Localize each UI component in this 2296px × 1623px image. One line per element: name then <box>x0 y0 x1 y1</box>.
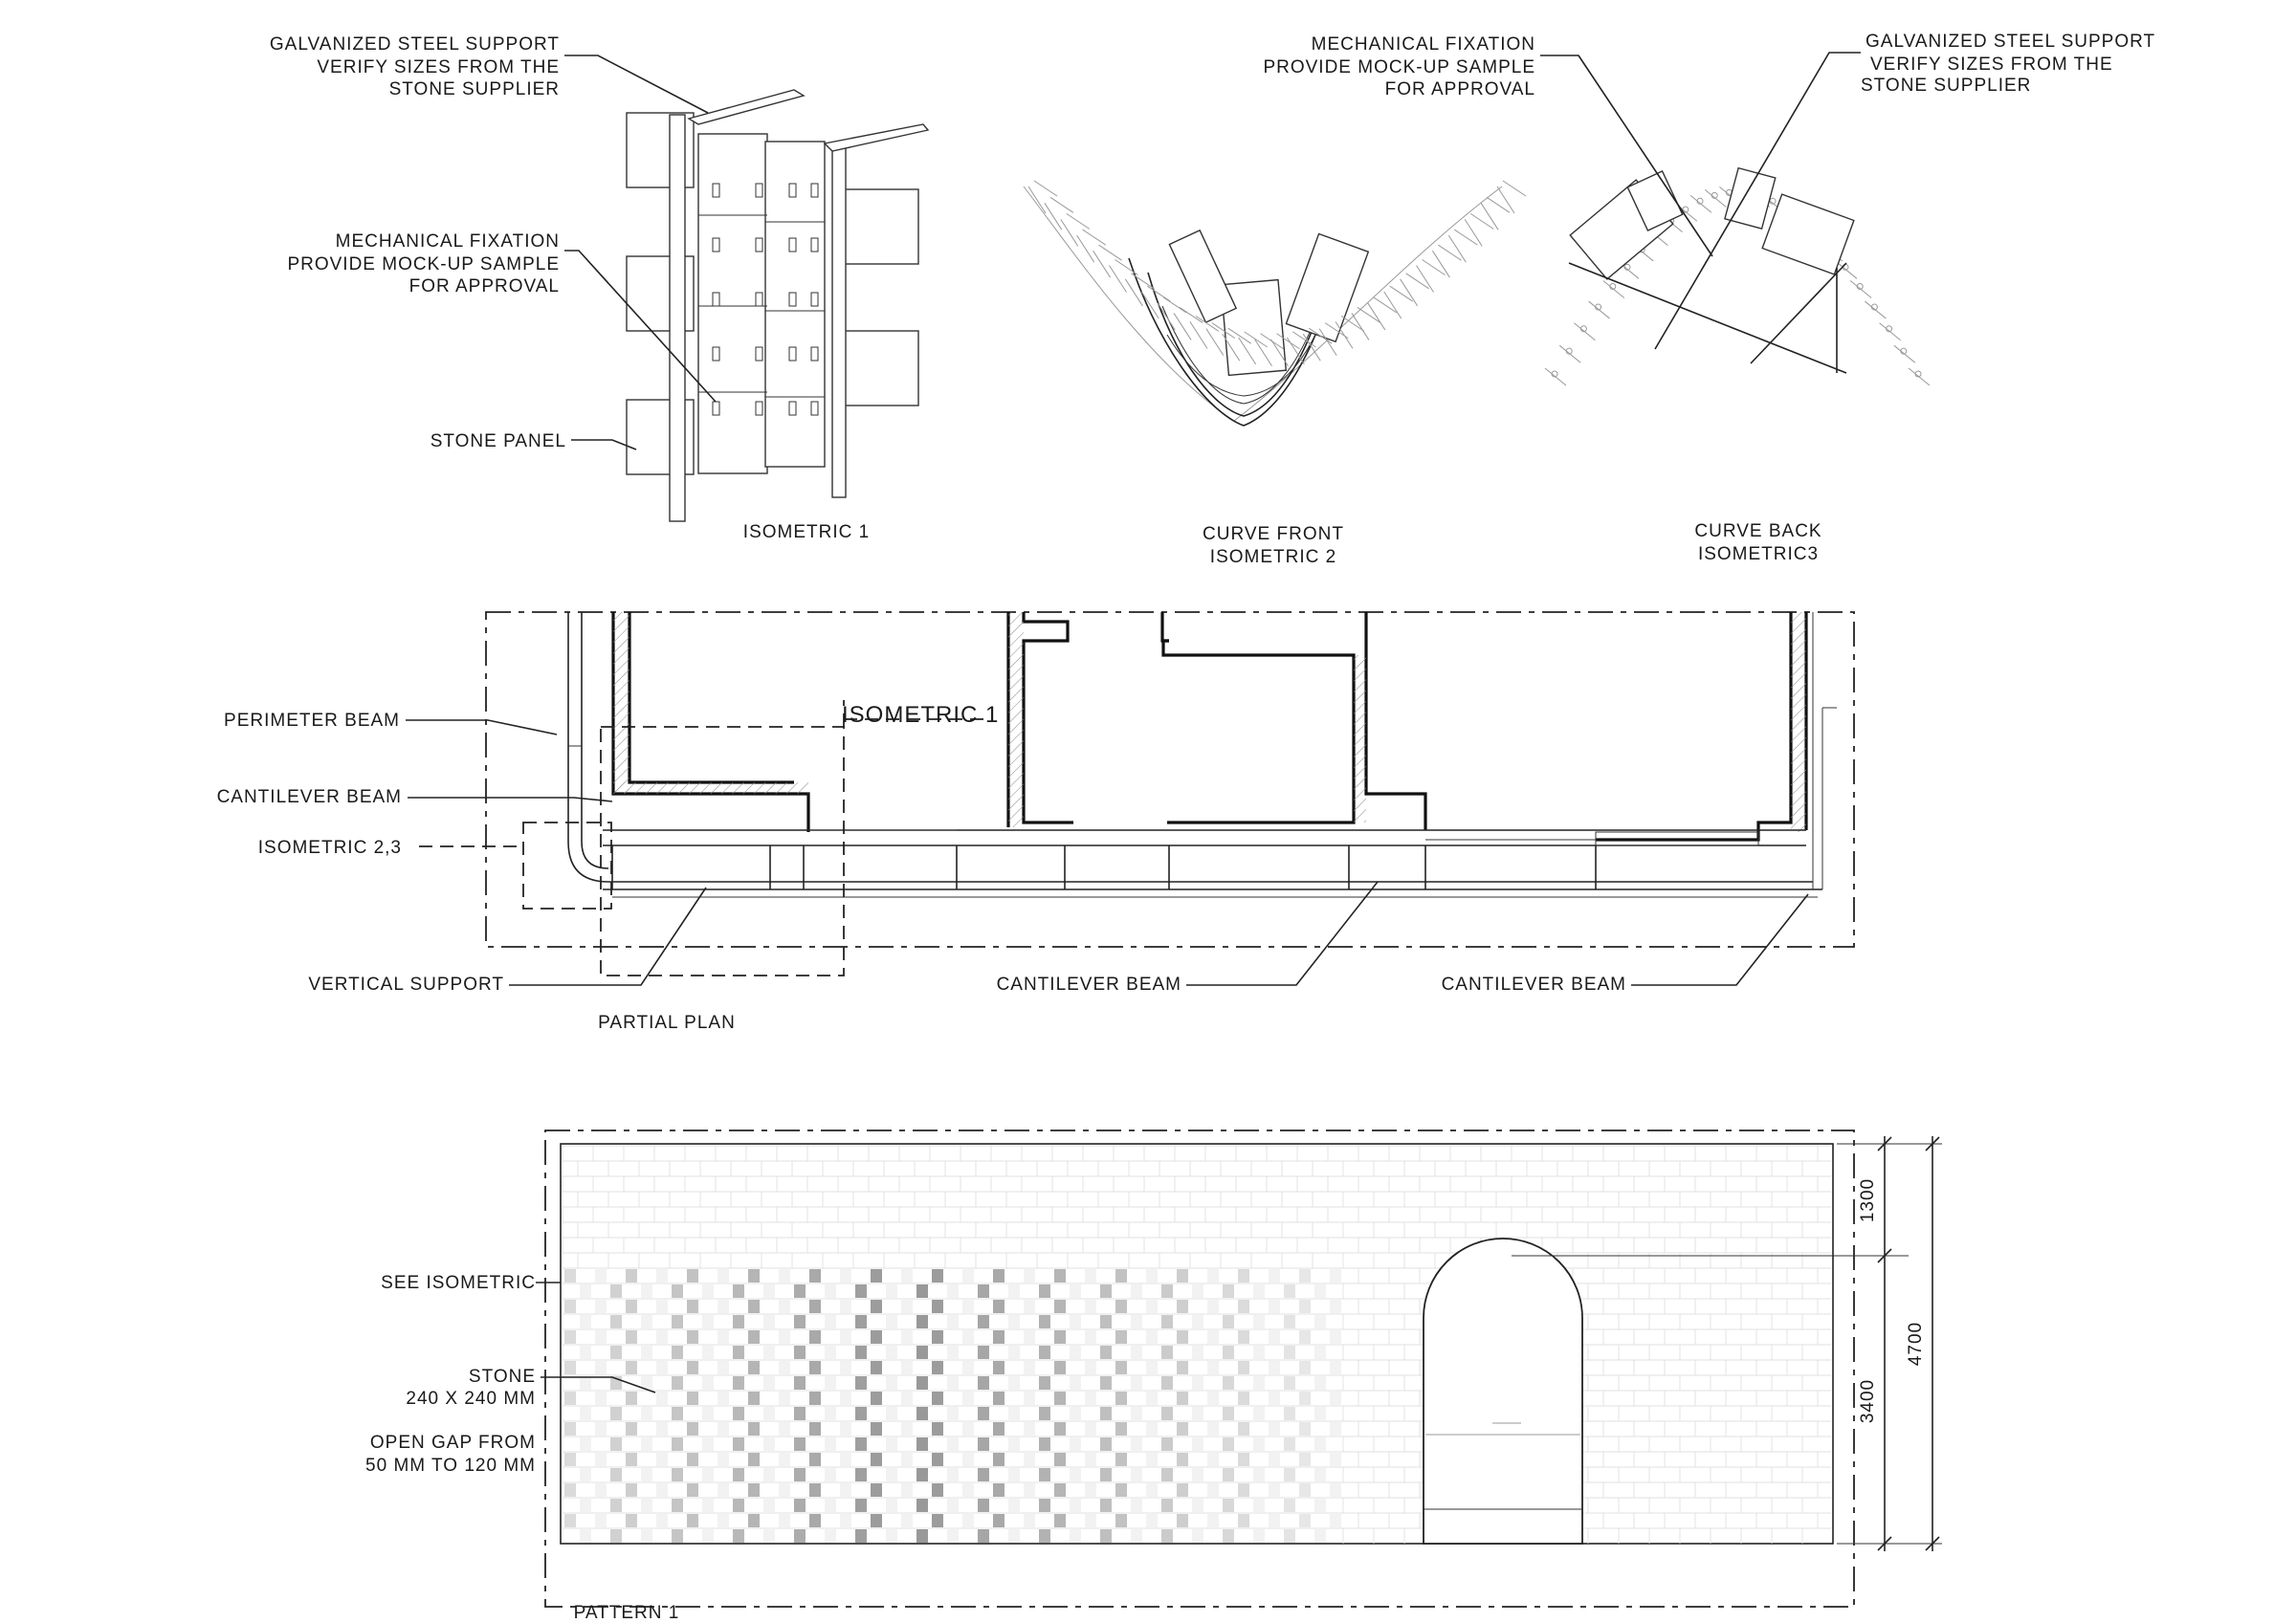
elev-stone-line1: STONE <box>469 1367 536 1387</box>
partial-plan-labels: PERIMETER BEAM CANTILEVER BEAM ISOMETRIC… <box>217 702 1809 1033</box>
iso1-fixation-line2: PROVIDE MOCK-UP SAMPLE <box>287 254 560 274</box>
elevation-drawing <box>544 1130 1942 1608</box>
plan-isometric-23-label: ISOMETRIC 2,3 <box>258 838 402 858</box>
plan-cantilever-beam-right-label: CANTILEVER BEAM <box>1442 975 1626 995</box>
elev-stone-line2: 240 X 240 MM <box>406 1389 536 1409</box>
iso2-title-line1: CURVE FRONT <box>1203 524 1344 544</box>
plan-perimeter-beam-label: PERIMETER BEAM <box>224 711 400 731</box>
iso3-fixation-line2: PROVIDE MOCK-UP SAMPLE <box>1263 57 1535 77</box>
iso1-support-line1: GALVANIZED STEEL SUPPORT <box>270 34 560 55</box>
partial-plan-drawing <box>419 611 1855 976</box>
iso1-stone-panel-label: STONE PANEL <box>430 431 566 451</box>
elev-open-gap-line2: 50 MM TO 120 MM <box>365 1456 536 1476</box>
iso3-fixation-line1: MECHANICAL FIXATION <box>1312 34 1535 55</box>
elev-see-isometric-label: SEE ISOMETRIC <box>381 1273 536 1293</box>
plan-cantilever-beam-mid-label: CANTILEVER BEAM <box>997 975 1181 995</box>
iso1-support-line3: STONE SUPPLIER <box>389 79 560 99</box>
elev-dim-4700: 4700 <box>1906 1322 1926 1366</box>
elev-dim-1300: 1300 <box>1858 1178 1878 1222</box>
iso1-fixation-line3: FOR APPROVAL <box>409 276 560 296</box>
elevation-labels: SEE ISOMETRIC STONE 240 X 240 MM OPEN GA… <box>365 1178 1926 1623</box>
iso3-support-line1: GALVANIZED STEEL SUPPORT <box>1866 32 2155 52</box>
iso3-title-line2: ISOMETRIC3 <box>1698 544 1819 564</box>
plan-title: PARTIAL PLAN <box>598 1013 736 1033</box>
iso1-support-line2: VERIFY SIZES FROM THE <box>317 57 560 77</box>
iso3-title-line1: CURVE BACK <box>1694 521 1821 541</box>
iso1-fixation-line1: MECHANICAL FIXATION <box>336 231 560 252</box>
isometric-3-labels: MECHANICAL FIXATION PROVIDE MOCK-UP SAMP… <box>1263 32 2155 564</box>
isometric-1-drawing <box>626 89 930 522</box>
iso2-title-line2: ISOMETRIC 2 <box>1210 547 1336 567</box>
isometric-1-labels: GALVANIZED STEEL SUPPORT VERIFY SIZES FR… <box>270 34 870 542</box>
elev-dim-3400: 3400 <box>1858 1379 1878 1423</box>
iso1-title: ISOMETRIC 1 <box>743 522 870 542</box>
elev-title: PATTERN 1 <box>574 1603 680 1623</box>
isometric-2-labels: CURVE FRONT ISOMETRIC 2 <box>1203 524 1344 567</box>
plan-isometric-1-tag: ISOMETRIC 1 <box>842 702 999 728</box>
elev-open-gap-line1: OPEN GAP FROM <box>370 1433 536 1453</box>
iso3-support-line3: STONE SUPPLIER <box>1861 76 2031 96</box>
plan-cantilever-beam-left-label: CANTILEVER BEAM <box>217 787 402 807</box>
iso3-fixation-line3: FOR APPROVAL <box>1385 79 1535 99</box>
isometric-3-drawing <box>1544 166 1931 386</box>
plan-vertical-support-label: VERTICAL SUPPORT <box>308 975 504 995</box>
iso3-support-line2: VERIFY SIZES FROM THE <box>1870 55 2113 75</box>
isometric-2-drawing <box>1023 180 1527 427</box>
